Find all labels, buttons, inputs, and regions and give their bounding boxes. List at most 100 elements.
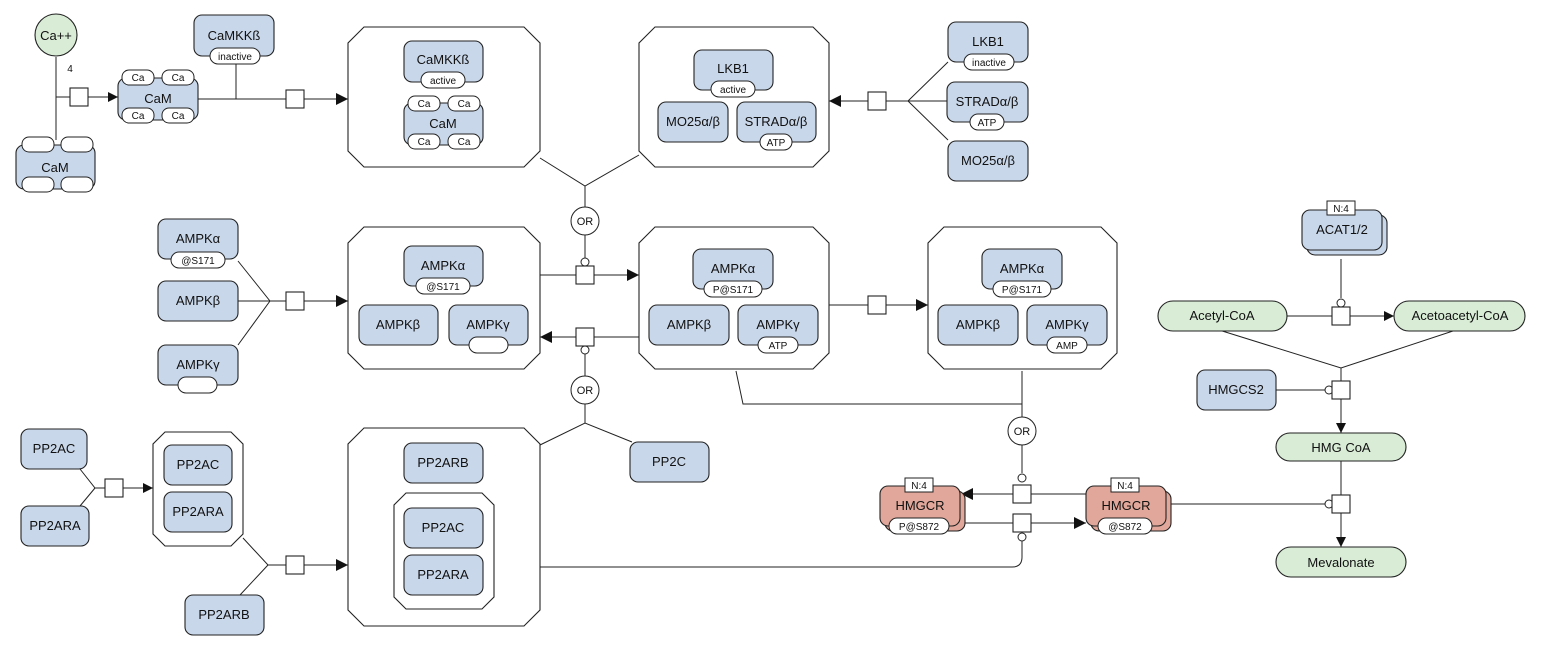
- or-label: OR: [577, 216, 594, 228]
- svg-text:LKB1: LKB1: [972, 34, 1004, 49]
- arc-pampk-to-or3: [735, 370, 1022, 405]
- process-ampk-dephosphorylation: [575, 327, 595, 347]
- node-pp2ara-free[interactable]: PP2ARA: [20, 505, 90, 547]
- svg-text:PP2AC: PP2AC: [177, 457, 220, 472]
- ca-label: Ca++: [40, 28, 72, 43]
- svg-text:AMPKβ: AMPKβ: [667, 317, 711, 332]
- svg-text:HMGCS2: HMGCS2: [1208, 382, 1264, 397]
- node-lkb1-inactive[interactable]: LKB1 inactive: [947, 21, 1029, 71]
- node-pp2c[interactable]: PP2C: [629, 441, 710, 483]
- catalysis-mark-3: [1017, 473, 1027, 483]
- svg-text:PP2C: PP2C: [652, 454, 686, 469]
- node-ampka-free[interactable]: AMPKα @S171: [157, 218, 239, 269]
- node-cam-free[interactable]: CaM: [15, 136, 96, 193]
- complex-lkb1-active[interactable]: LKB1 active MO25α/β STRADα/β ATP: [638, 26, 830, 168]
- arc-pp2a-to-hmgcr: [540, 541, 1023, 568]
- svg-text:AMPKγ: AMPKγ: [466, 317, 510, 332]
- svg-text:STRADα/β: STRADα/β: [956, 94, 1019, 109]
- node-ampkb-free[interactable]: AMPKβ: [157, 280, 239, 322]
- svg-text:AMPKβ: AMPKβ: [376, 317, 420, 332]
- node-mo25[interactable]: MO25α/β: [947, 140, 1029, 182]
- operator-or-3: OR: [1007, 416, 1037, 446]
- complex-ampk-phospho-atp[interactable]: AMPKα P@S171 AMPKβ AMPKγ ATP: [638, 226, 830, 370]
- svg-text:AMPKα: AMPKα: [176, 231, 221, 246]
- complex-pp2a-trimer[interactable]: PP2ARB PP2AC PP2ARA: [347, 427, 541, 627]
- node-hmgcr-phospho[interactable]: HMGCR N:4 P@S872: [879, 477, 966, 535]
- svg-text:active: active: [720, 85, 747, 96]
- svg-text:P@S171: P@S171: [1002, 285, 1043, 296]
- arc-mo25-to-process: [907, 100, 949, 141]
- svg-text:active: active: [430, 76, 457, 87]
- svg-text:inactive: inactive: [218, 52, 252, 63]
- svg-text:AMPKα: AMPKα: [1000, 261, 1045, 276]
- svg-text:ACAT1/2: ACAT1/2: [1316, 222, 1368, 237]
- ca-stoichiometry: 4: [67, 64, 73, 75]
- svg-text:PP2ARB: PP2ARB: [198, 607, 249, 622]
- arc-pp2arb-to-process: [239, 564, 269, 596]
- svg-text:Ca: Ca: [458, 137, 471, 148]
- svg-text:inactive: inactive: [972, 58, 1006, 69]
- svg-text:HMG CoA: HMG CoA: [1311, 440, 1371, 455]
- svg-text:P@S872: P@S872: [899, 522, 940, 533]
- node-ampkg-free[interactable]: AMPKγ: [157, 344, 239, 394]
- complex-ampk[interactable]: AMPKα @S171 AMPKβ AMPKγ: [347, 226, 541, 370]
- node-hmg-coa[interactable]: HMG CoA: [1275, 432, 1407, 462]
- process-ampk-phosphorylation: [575, 265, 595, 285]
- node-pp2arb-free[interactable]: PP2ARB: [184, 594, 265, 636]
- process-pp2a-trimer: [285, 555, 305, 575]
- process-pp2a-dimer: [104, 478, 124, 498]
- catalysis-mark-2: [580, 345, 590, 355]
- svg-text:PP2AC: PP2AC: [422, 520, 465, 535]
- process-lkb1-assembly: [867, 91, 887, 111]
- node-camkk-inactive[interactable]: CaMKKß inactive: [193, 14, 275, 65]
- svg-text:AMPKα: AMPKα: [421, 258, 466, 273]
- arc-dimer-to-process: [242, 537, 286, 566]
- complex-ampk-phospho-amp[interactable]: AMPKα P@S171 AMPKβ AMPKγ AMP: [927, 226, 1118, 370]
- process-hmgcs2: [1331, 380, 1351, 400]
- operator-or-1: OR: [570, 206, 600, 236]
- svg-text:PP2ARA: PP2ARA: [172, 504, 224, 519]
- arc-ca-to-process: [55, 57, 70, 98]
- node-pp2ac-free[interactable]: PP2AC: [20, 428, 88, 470]
- arc-ampkg-to-process: [237, 300, 271, 346]
- node-hmgcs2[interactable]: HMGCS2: [1196, 369, 1277, 411]
- node-mevalonate[interactable]: Mevalonate: [1275, 546, 1407, 578]
- process-hmgcr-phosphorylation: [1012, 484, 1032, 504]
- or-label: OR: [577, 385, 594, 397]
- svg-text:N:4: N:4: [1117, 481, 1133, 492]
- arc-pp2ara-to-process: [79, 487, 96, 507]
- node-acetyl-coa[interactable]: Acetyl-CoA: [1157, 300, 1288, 332]
- process-hmgcr: [1331, 494, 1351, 514]
- svg-text:Ca: Ca: [132, 111, 145, 122]
- svg-text:N:4: N:4: [911, 481, 927, 492]
- svg-text:N:4: N:4: [1333, 204, 1349, 215]
- svg-text:MO25α/β: MO25α/β: [666, 114, 720, 129]
- node-ca[interactable]: Ca++: [34, 13, 78, 57]
- svg-text:AMP: AMP: [1056, 341, 1078, 352]
- svg-text:AMPKγ: AMPKγ: [756, 317, 800, 332]
- svg-text:Mevalonate: Mevalonate: [1307, 555, 1374, 570]
- node-cam-ca4[interactable]: Ca Ca Ca Ca CaM: [117, 69, 199, 124]
- svg-text:Ca: Ca: [172, 73, 185, 84]
- node-strad[interactable]: STRADα/β ATP: [946, 81, 1029, 131]
- arc-ampka-to-process: [237, 260, 286, 302]
- svg-text:HMGCR: HMGCR: [895, 498, 944, 513]
- processes: [69, 87, 1351, 575]
- svg-text:Ca: Ca: [418, 137, 431, 148]
- svg-text:ATP: ATP: [978, 118, 997, 129]
- svg-text:LKB1: LKB1: [717, 61, 749, 76]
- cam-label: CaM: [144, 91, 171, 106]
- svg-text:Ca: Ca: [418, 99, 431, 110]
- node-acat[interactable]: ACAT1/2 N:4: [1301, 200, 1388, 256]
- process-acat: [1331, 306, 1351, 326]
- process-hmgcr-dephosphorylation: [1012, 513, 1032, 533]
- node-acetoacetyl-coa[interactable]: Acetoacetyl-CoA: [1393, 300, 1526, 332]
- svg-text:AMPKβ: AMPKβ: [956, 317, 1000, 332]
- process-amp-binding: [867, 295, 887, 315]
- process-ca-binding: [69, 87, 89, 107]
- node-hmgcr[interactable]: HMGCR N:4 @S872: [1085, 477, 1172, 535]
- complex-camkk-active[interactable]: CaMKKß active Ca Ca Ca Ca CaM: [347, 26, 541, 168]
- svg-text:@S171: @S171: [181, 256, 215, 267]
- complex-pp2a-dimer[interactable]: PP2AC PP2ARA: [152, 431, 244, 547]
- svg-text:P@S171: P@S171: [713, 285, 754, 296]
